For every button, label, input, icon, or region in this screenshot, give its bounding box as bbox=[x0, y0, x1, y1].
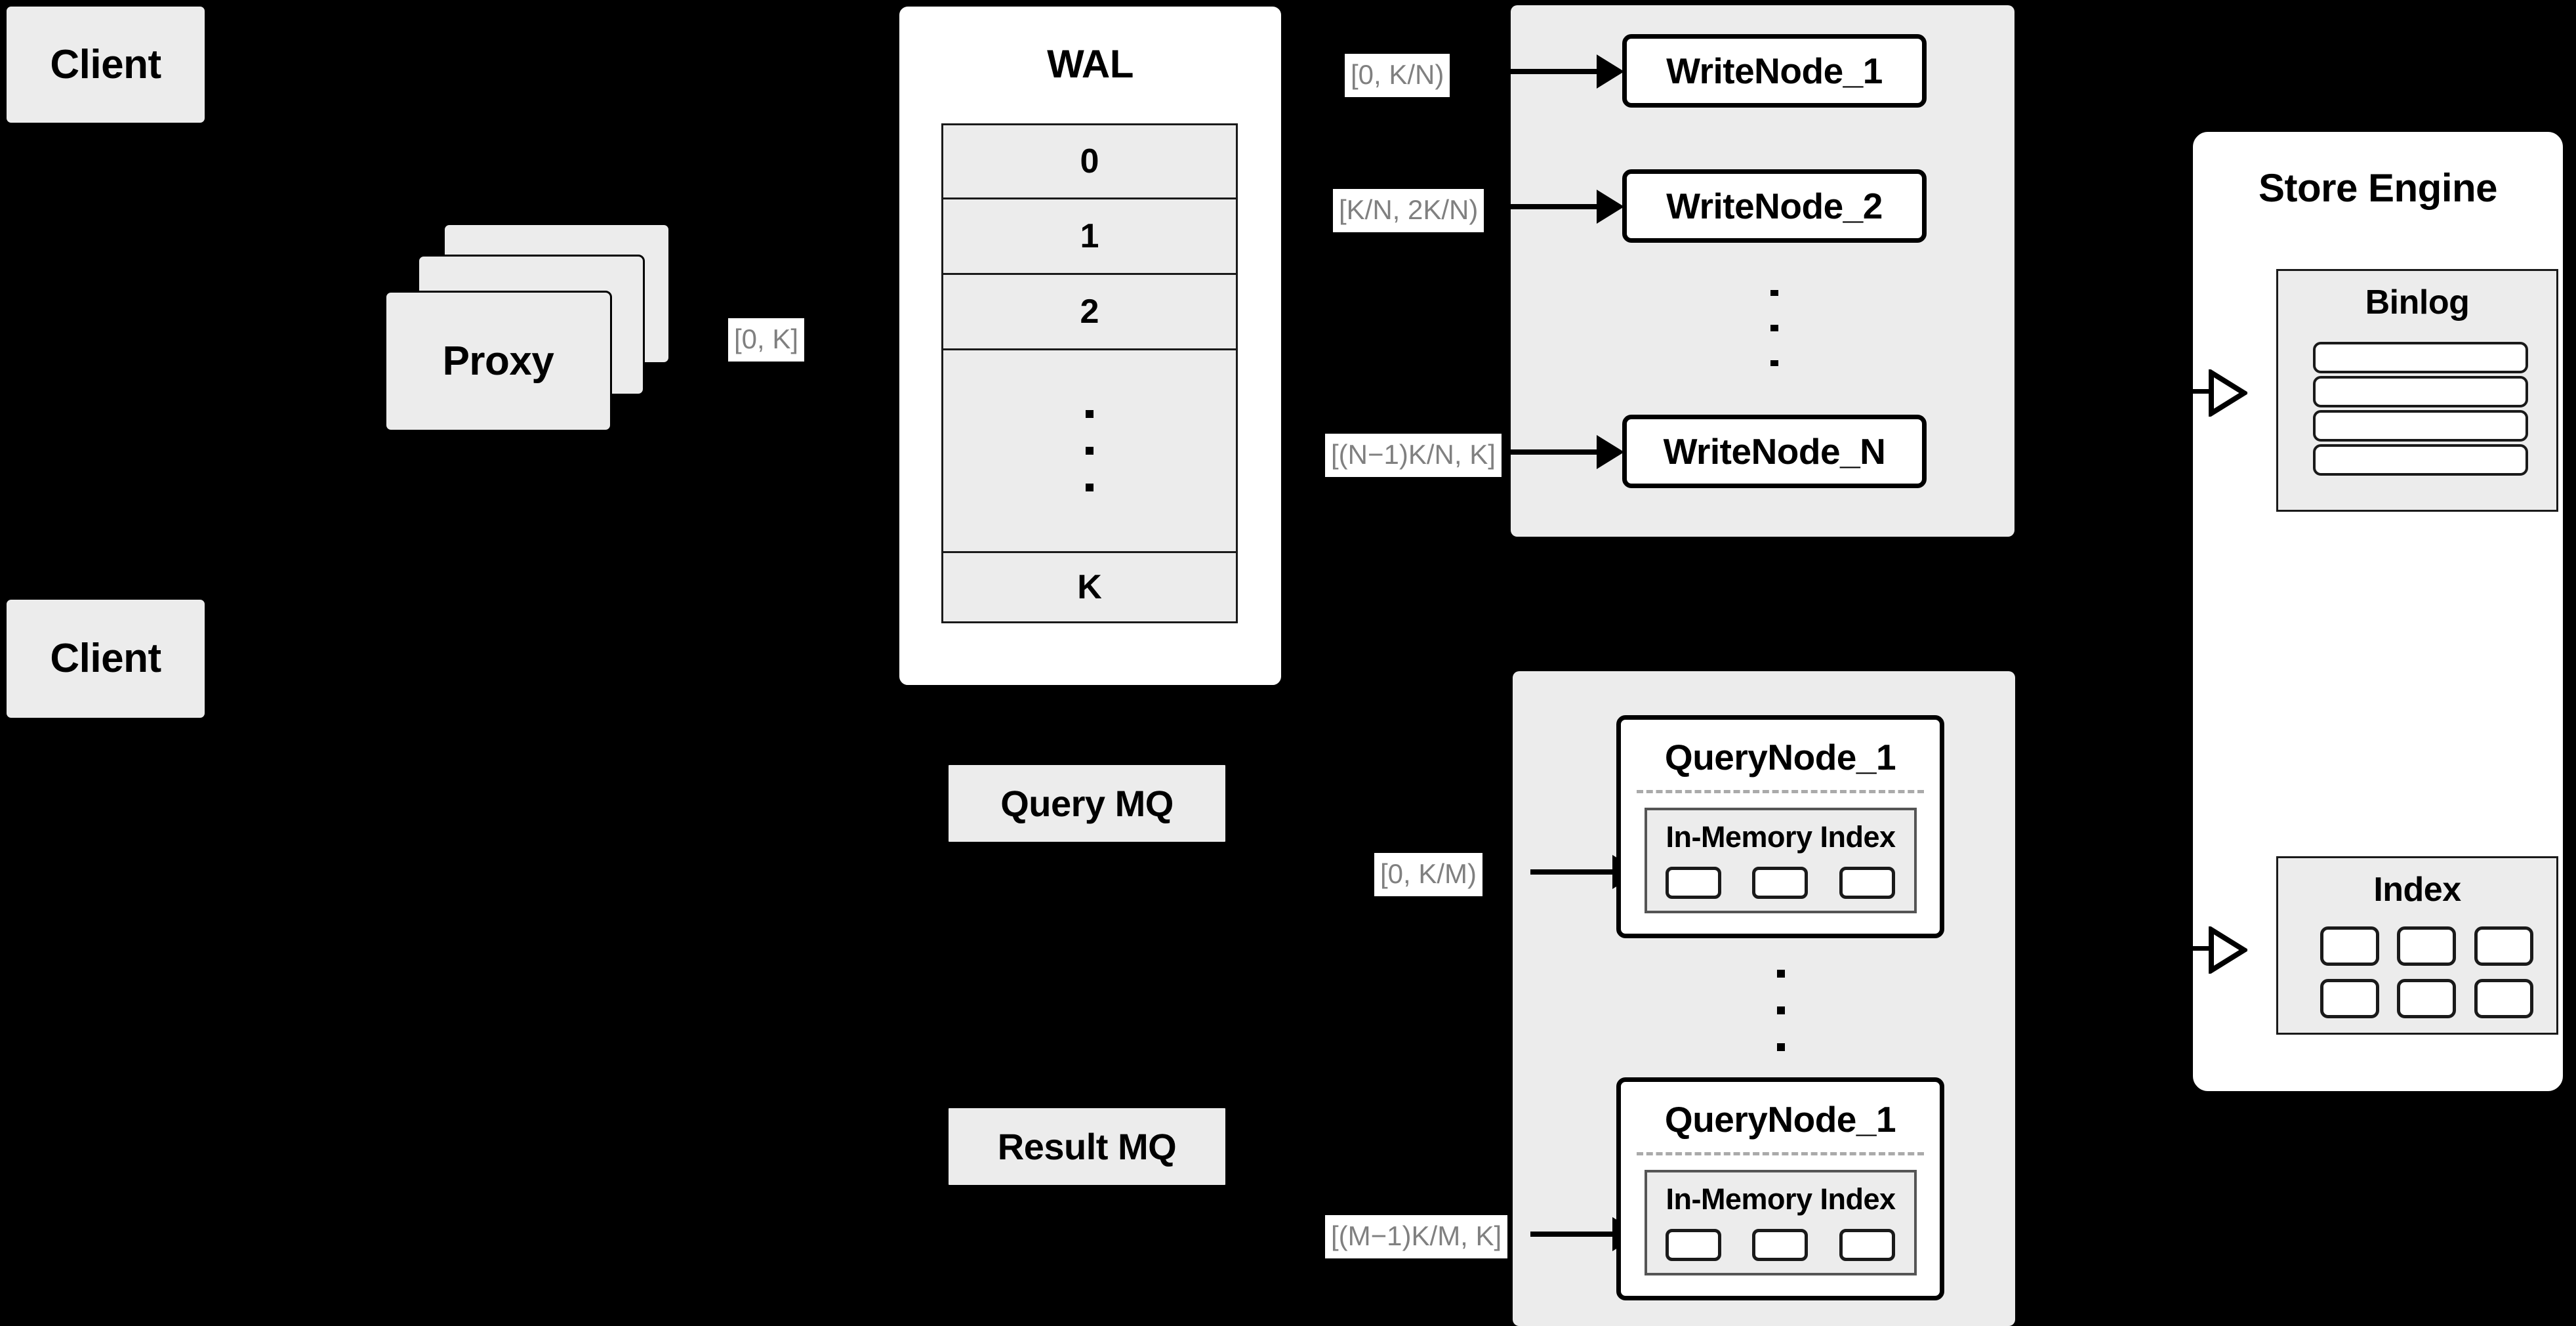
result-mq-box[interactable]: Result MQ bbox=[947, 1106, 1227, 1187]
proxy-range-label: [0, K] bbox=[728, 318, 805, 362]
index-cell[interactable] bbox=[2397, 979, 2456, 1018]
wal-entry-row-ellipsis bbox=[943, 350, 1236, 553]
binlog-arrow-line bbox=[2166, 389, 2217, 394]
index-arrow-line bbox=[2166, 946, 2217, 951]
write-node-n-box[interactable]: WriteNode_N bbox=[1622, 415, 1927, 488]
write-node-1-label: WriteNode_1 bbox=[1666, 51, 1883, 91]
wal-entry-row[interactable]: 2 bbox=[943, 275, 1236, 350]
query-mq-box[interactable]: Query MQ bbox=[947, 763, 1227, 844]
client-box-2[interactable]: Client bbox=[5, 598, 207, 720]
query-node-1-box[interactable]: QueryNode_1 In-Memory Index bbox=[1616, 715, 1944, 938]
binlog-entry-bar[interactable] bbox=[2313, 410, 2528, 442]
store-engine-title: Store Engine bbox=[2258, 166, 2498, 210]
index-slot[interactable] bbox=[1752, 867, 1808, 899]
binlog-entry-bar[interactable] bbox=[2313, 444, 2528, 476]
proxy-label: Proxy bbox=[442, 338, 554, 384]
write-node-2-label: WriteNode_2 bbox=[1666, 186, 1883, 226]
index-cell[interactable] bbox=[2320, 979, 2379, 1018]
write-node-2-arrow-head bbox=[1597, 190, 1624, 224]
binlog-arrow-head-icon bbox=[2209, 369, 2247, 417]
query-node-2-range-label: [(M−1)K/M, K] bbox=[1325, 1215, 1508, 1258]
query-cluster-vertical-ellipsis-icon bbox=[1776, 955, 1786, 1066]
write-node-1-range-label: [0, K/N) bbox=[1345, 54, 1450, 97]
wal-entry-row[interactable]: K bbox=[943, 553, 1236, 621]
index-title: Index bbox=[2373, 871, 2461, 909]
wal-entry-table: 0 1 2 K bbox=[941, 123, 1238, 623]
index-slot[interactable] bbox=[1839, 867, 1895, 899]
in-memory-index-title: In-Memory Index bbox=[1666, 1182, 1896, 1216]
index-group: Index bbox=[2276, 856, 2558, 1035]
in-memory-index-title: In-Memory Index bbox=[1666, 820, 1896, 854]
binlog-entry-bar[interactable] bbox=[2313, 376, 2528, 407]
index-slot[interactable] bbox=[1752, 1229, 1808, 1261]
wal-entry-row[interactable]: 0 bbox=[943, 125, 1236, 199]
client-box-1[interactable]: Client bbox=[5, 5, 207, 125]
index-slot[interactable] bbox=[1666, 1229, 1721, 1261]
client-label: Client bbox=[50, 636, 161, 681]
index-slot[interactable] bbox=[1839, 1229, 1895, 1261]
query-node-2-in-memory-index: In-Memory Index bbox=[1645, 1170, 1917, 1275]
query-node-1-in-memory-index: In-Memory Index bbox=[1645, 808, 1917, 913]
vertical-ellipsis-icon bbox=[1086, 396, 1094, 506]
query-node-2-divider bbox=[1637, 1152, 1924, 1155]
write-node-n-range-label: [(N−1)K/N, K] bbox=[1325, 434, 1502, 477]
index-cell[interactable] bbox=[2474, 926, 2533, 966]
write-node-1-arrow-line bbox=[1507, 69, 1612, 74]
write-node-n-arrow-head bbox=[1597, 435, 1624, 469]
query-node-2-box[interactable]: QueryNode_1 In-Memory Index bbox=[1616, 1077, 1944, 1300]
write-node-1-arrow-head bbox=[1597, 54, 1624, 89]
write-cluster-vertical-ellipsis-icon bbox=[1770, 276, 1779, 381]
index-arrow-head-icon bbox=[2209, 926, 2247, 974]
wal-entry-row[interactable]: 1 bbox=[943, 199, 1236, 275]
index-cell[interactable] bbox=[2320, 926, 2379, 966]
query-node-1-arrow-line bbox=[1530, 869, 1627, 875]
write-node-n-label: WriteNode_N bbox=[1663, 431, 1886, 472]
result-mq-label: Result MQ bbox=[997, 1125, 1177, 1167]
binlog-title: Binlog bbox=[2365, 283, 2470, 321]
query-node-2-arrow-line bbox=[1530, 1232, 1627, 1237]
write-node-2-box[interactable]: WriteNode_2 bbox=[1622, 169, 1927, 243]
binlog-group: Binlog bbox=[2276, 269, 2558, 512]
query-node-1-divider bbox=[1637, 790, 1924, 793]
proxy-box[interactable]: Proxy bbox=[384, 291, 612, 432]
write-node-n-arrow-line bbox=[1507, 449, 1612, 455]
query-node-2-label: QueryNode_1 bbox=[1664, 1099, 1896, 1140]
query-mq-label: Query MQ bbox=[1000, 782, 1174, 824]
write-node-1-box[interactable]: WriteNode_1 bbox=[1622, 34, 1927, 108]
index-cell[interactable] bbox=[2474, 979, 2533, 1018]
query-node-1-range-label: [0, K/M) bbox=[1374, 853, 1483, 896]
binlog-entry-bar[interactable] bbox=[2313, 342, 2528, 373]
write-node-2-arrow-line bbox=[1507, 204, 1612, 209]
index-slot[interactable] bbox=[1666, 867, 1721, 899]
client-label: Client bbox=[50, 41, 161, 87]
write-node-2-range-label: [K/N, 2K/N) bbox=[1333, 189, 1484, 232]
query-node-1-label: QueryNode_1 bbox=[1664, 737, 1896, 777]
wal-title: WAL bbox=[1047, 42, 1134, 86]
index-cell[interactable] bbox=[2397, 926, 2456, 966]
